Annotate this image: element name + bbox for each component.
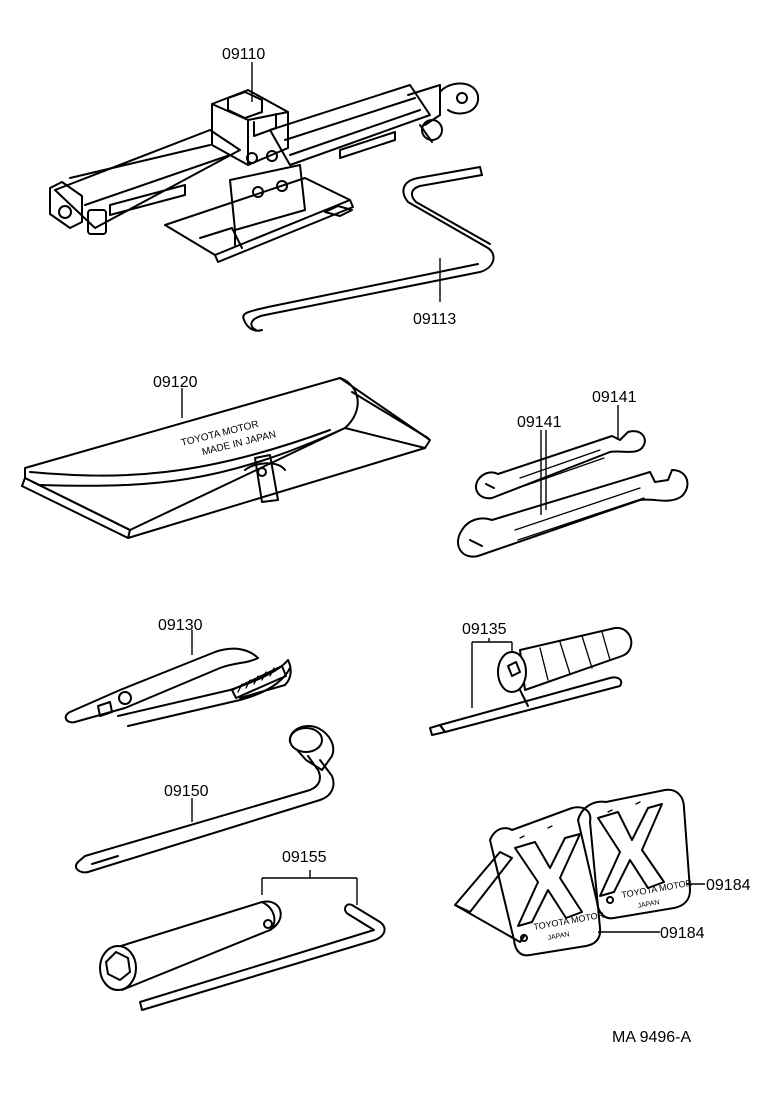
- wrench-upper-part-number: 09141: [592, 389, 637, 406]
- screwdriver-part-number: 09135: [462, 621, 507, 638]
- open-end-wrench-lower[interactable]: [457, 430, 689, 558]
- open-end-wrench-upper[interactable]: [474, 405, 646, 500]
- slip-joint-pliers[interactable]: [64, 630, 292, 727]
- spark-plug-wrench[interactable]: [99, 870, 386, 1011]
- wheel-chock-left[interactable]: TOYOTA MOTOR JAPAN: [454, 806, 660, 957]
- illustration-code: MA 9496-A: [612, 1029, 691, 1046]
- chock-right-print-line1: TOYOTA MOTOR: [621, 878, 694, 900]
- pliers-part-number: 09130: [158, 617, 203, 634]
- chock-right-print-line2: JAPAN: [637, 899, 660, 910]
- tool-bag-part-number: 09120: [153, 374, 198, 391]
- chock-left-print-line1: TOYOTA MOTOR: [533, 910, 606, 932]
- wheel-chock-right[interactable]: TOYOTA MOTOR JAPAN: [577, 788, 705, 920]
- chock-left-part-number: 09184: [660, 925, 705, 942]
- chock-right-part-number: 09184: [706, 877, 751, 894]
- wrench-lower-part-number: 09141: [517, 414, 562, 431]
- jack-handle-part-number: 09113: [413, 311, 456, 328]
- lug-wrench-part-number: 09150: [164, 783, 209, 800]
- spark-plug-wrench-part-number: 09155: [282, 849, 327, 866]
- lug-wrench[interactable]: [74, 724, 335, 874]
- tool-bag[interactable]: [21, 377, 431, 539]
- scissor-jack[interactable]: [49, 62, 480, 263]
- jack-handle[interactable]: [242, 166, 495, 332]
- screwdriver-set[interactable]: [429, 626, 633, 736]
- jack-part-number: 09110: [222, 46, 265, 63]
- chock-left-print-line2: JAPAN: [547, 931, 570, 942]
